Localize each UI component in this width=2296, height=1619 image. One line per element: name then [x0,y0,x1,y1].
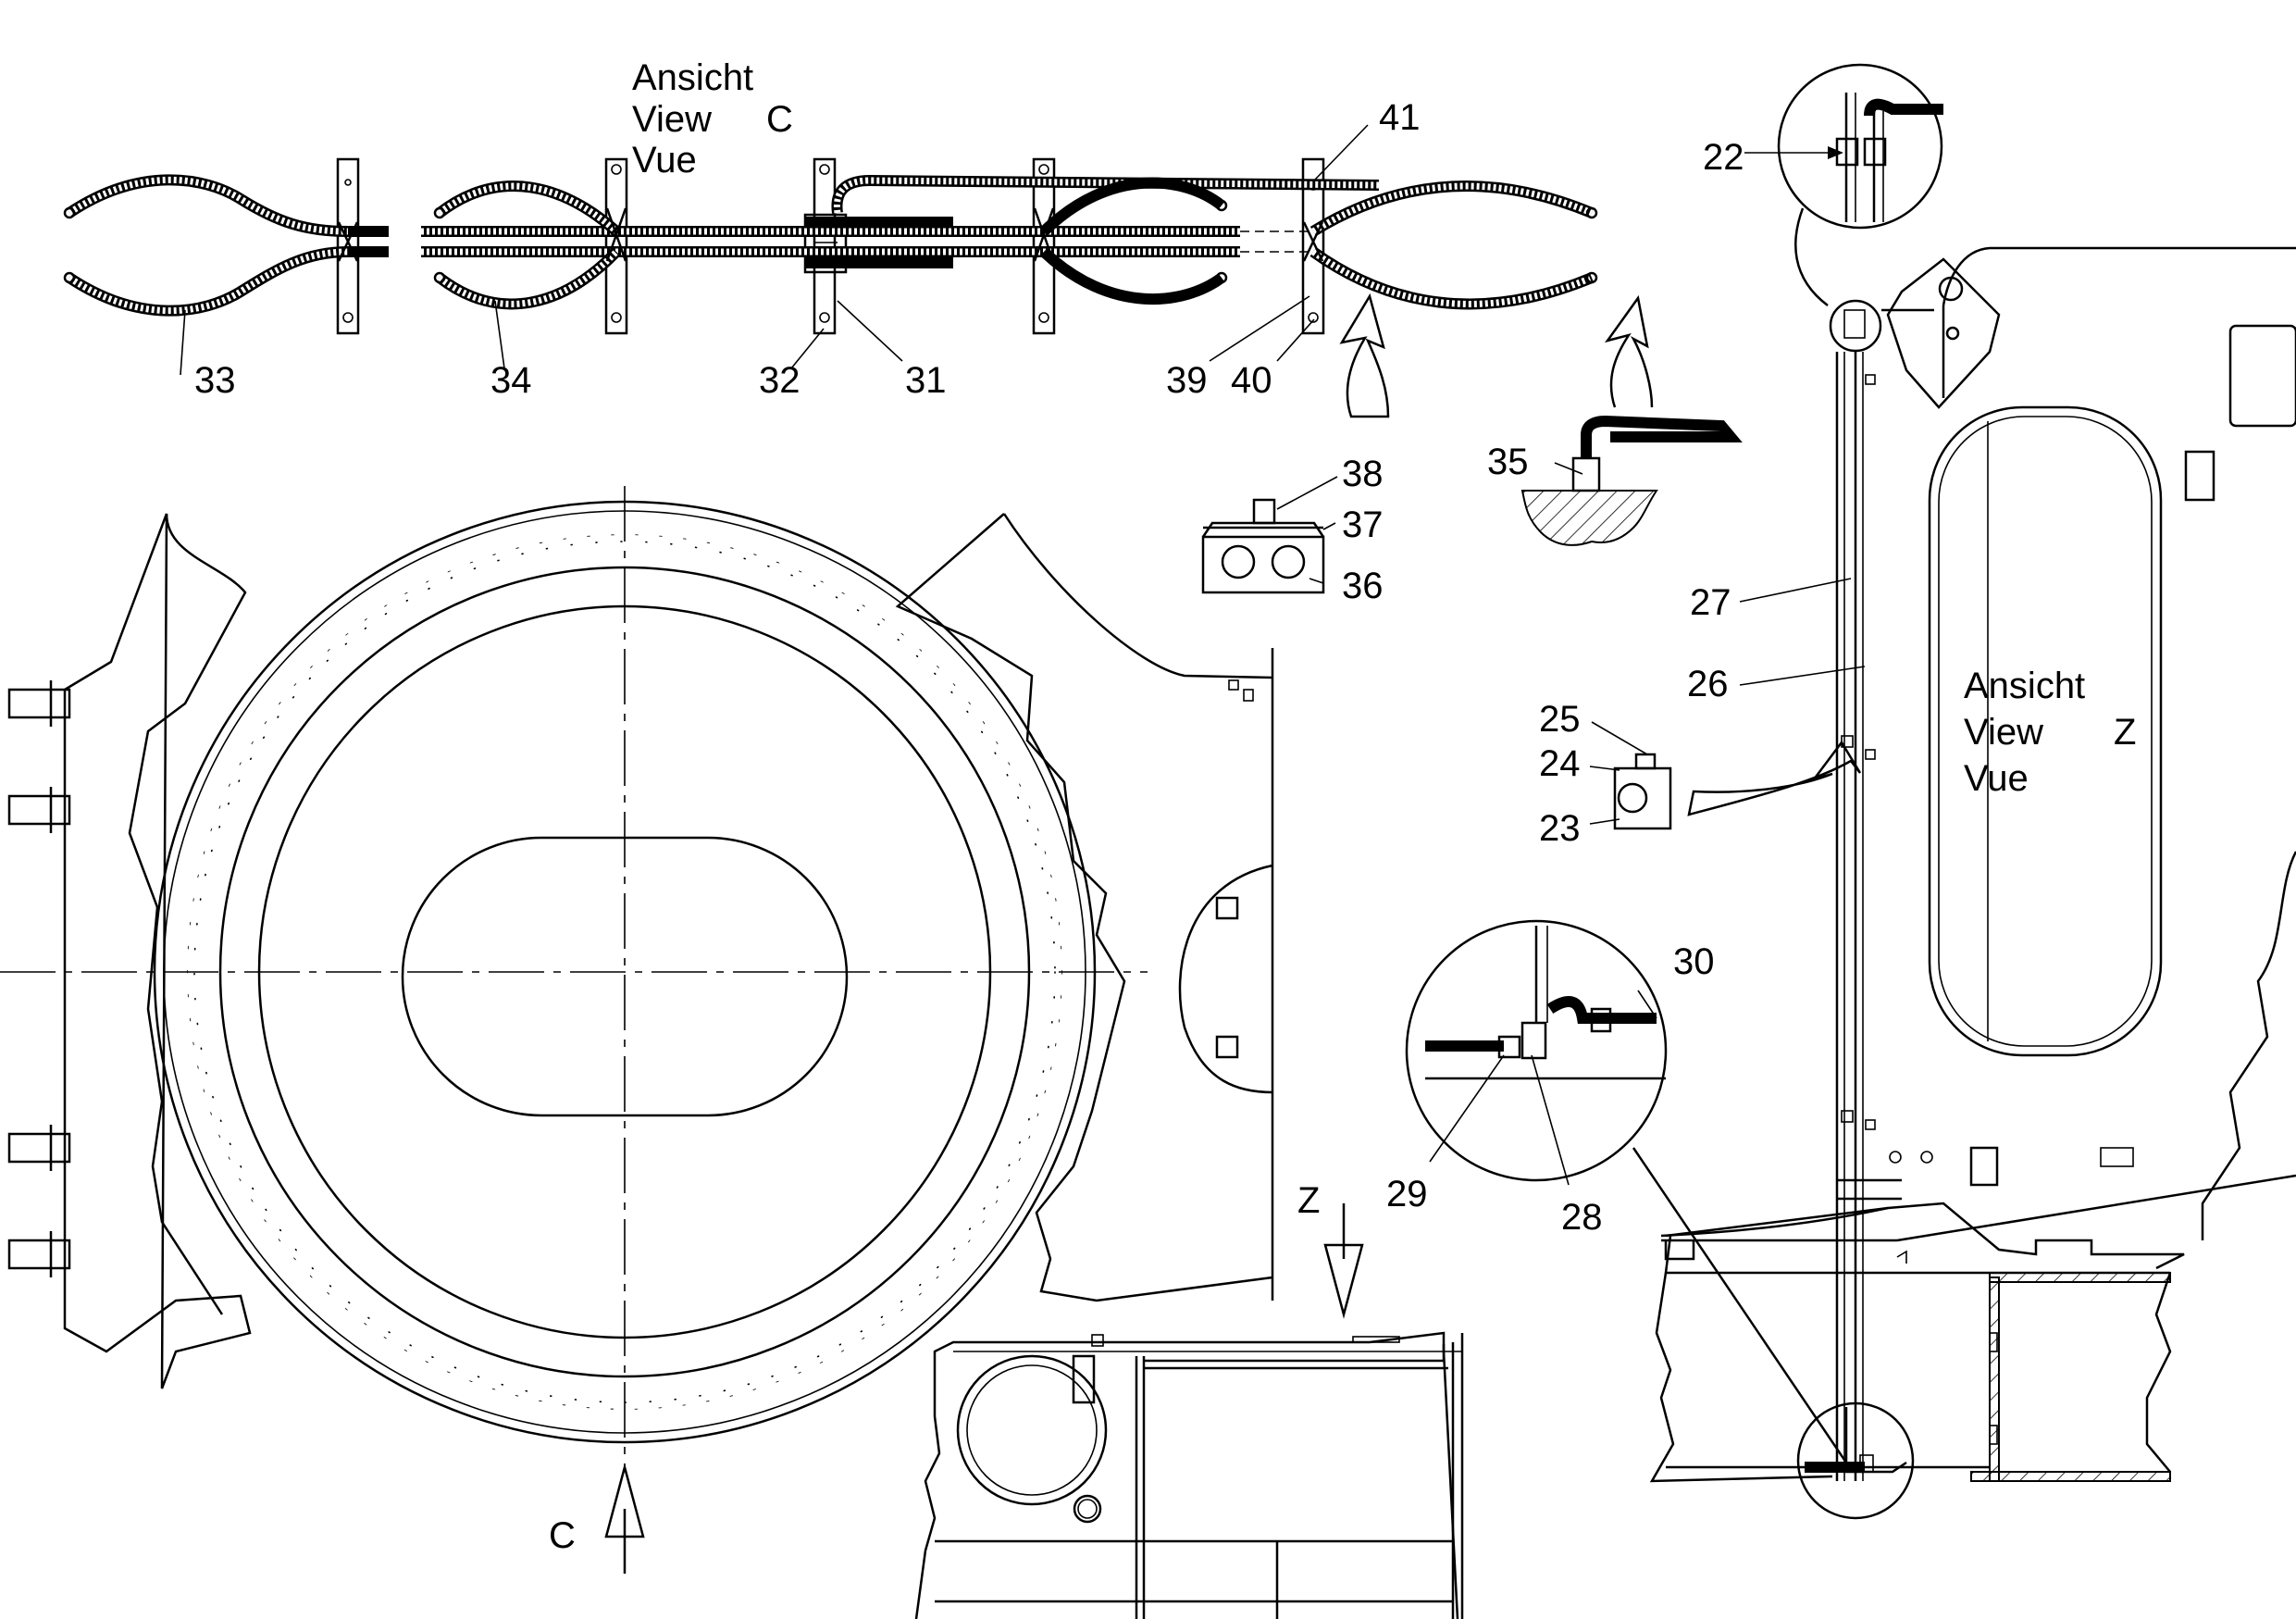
part-label-26: 26 [1687,664,1729,704]
part-label-36: 36 [1342,566,1384,606]
wheel-assembly [0,486,1273,1574]
view-z-caption: Ansicht View Z Vue [1964,666,2136,799]
part-label-38: 38 [1342,454,1384,494]
view-z-de-label: Ansicht [1964,666,2085,706]
clamp-cross [337,207,1324,262]
view-c-de-label: Ansicht [632,57,753,98]
view-c-caption: Ansicht View C Vue [632,57,793,181]
part-label-25: 25 [1539,699,1581,740]
arrow-c-label: C [549,1515,576,1556]
view-c-en-label: View [632,99,712,140]
part-label-31: 31 [905,360,947,401]
view-c-hose-assembly [63,157,1654,418]
view-c-letter-label: C [766,99,793,140]
part-label-39: 39 [1166,360,1208,401]
part-label-41: 41 [1379,97,1421,138]
view-z-fr-label: Vue [1964,758,2029,799]
detail-clamp-23-25 [1613,753,1672,830]
part-label-35: 35 [1487,442,1529,482]
part-label-37: 37 [1342,504,1384,545]
part-label-30: 30 [1673,941,1715,982]
part-label-27: 27 [1690,582,1731,623]
detail-circle-28-30 [1405,919,1848,1463]
view-z-letter-label: Z [2114,712,2136,753]
leader-lines [180,124,1866,1186]
part-label-22: 22 [1703,137,1744,178]
pipe-run-26-27 [1835,352,1876,1481]
part-number-labels: 22 23 24 25 26 27 28 29 30 31 32 33 34 3… [194,97,1744,1238]
part-label-40: 40 [1231,360,1272,401]
view-z-arrow [1323,1203,1364,1319]
axle-stub [7,680,71,1277]
detail-circle-small [1829,299,1934,353]
detail-35-fitting [1520,415,1743,546]
hose-bundle [421,217,1240,268]
part-label-29: 29 [1386,1174,1428,1214]
side-window [1928,405,2163,1057]
part-label-34: 34 [490,360,532,401]
arrow-z-label: Z [1297,1180,1320,1221]
part-label-32: 32 [759,360,800,401]
frame-section [1178,648,1274,1301]
hose-34 [436,181,620,236]
distributor-block [803,213,848,274]
detail-clamp-36-38 [1201,498,1325,594]
part-label-23: 23 [1539,808,1581,849]
direction-arrow [1339,293,1390,418]
detail-circle-bottom [1796,1401,1915,1520]
part-label-24: 24 [1539,743,1581,784]
part-label-28: 28 [1561,1197,1603,1238]
view-c-fr-label: Vue [632,140,697,181]
view-z-machine [1649,246,2296,1483]
housing-bottom [914,1331,1464,1619]
pivot-bracket [1886,257,2001,409]
view-c-arrow [604,1463,645,1574]
hose-33 [66,174,349,237]
part-label-33: 33 [194,360,236,401]
detail-circle-22 [1777,63,1943,306]
view-z-en-label: View [1964,712,2043,753]
